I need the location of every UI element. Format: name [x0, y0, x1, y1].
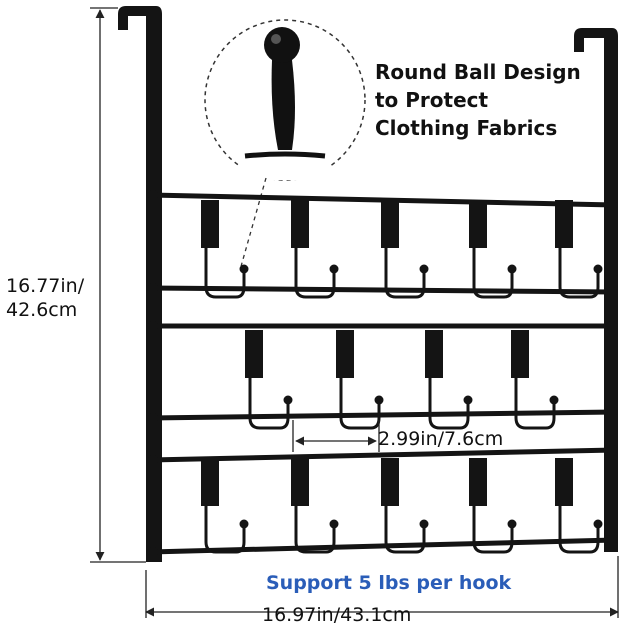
callout-line-1: Round Ball Design: [375, 60, 581, 84]
hook: [555, 458, 603, 554]
height-metric: 42.6cm: [6, 299, 78, 321]
frame: [118, 6, 618, 562]
hook: [245, 330, 293, 430]
support-capacity-text: Support 5 lbs per hook: [266, 572, 512, 594]
dimension-lines: [90, 7, 619, 618]
hook: [201, 458, 249, 554]
hook: [291, 458, 339, 554]
hook: [201, 200, 249, 299]
rail-end-caps: [148, 190, 617, 557]
callout-line-3: Clothing Fabrics: [375, 116, 558, 140]
callout-line-2: to Protect: [375, 88, 489, 112]
rails: [149, 192, 616, 555]
height-dimension: 16.77in/ 42.6cm: [6, 274, 84, 322]
zoom-callout: [204, 19, 366, 271]
hook: [469, 200, 517, 299]
hook: [381, 458, 429, 554]
hook: [511, 330, 559, 430]
hook: [291, 200, 339, 299]
hook: [381, 200, 429, 299]
hook-spacing-dimension: 2.99in/7.6cm: [378, 428, 504, 450]
hook: [469, 458, 517, 554]
hook: [555, 200, 603, 299]
ball-design-callout: Round Ball Design to Protect Clothing Fa…: [375, 58, 581, 142]
hooks: [201, 200, 603, 554]
height-imperial: 16.77in/: [6, 275, 85, 297]
hook: [425, 330, 473, 430]
ball-end-icon: [264, 27, 300, 63]
width-dimension: 16.97in/43.1cm: [262, 604, 412, 626]
